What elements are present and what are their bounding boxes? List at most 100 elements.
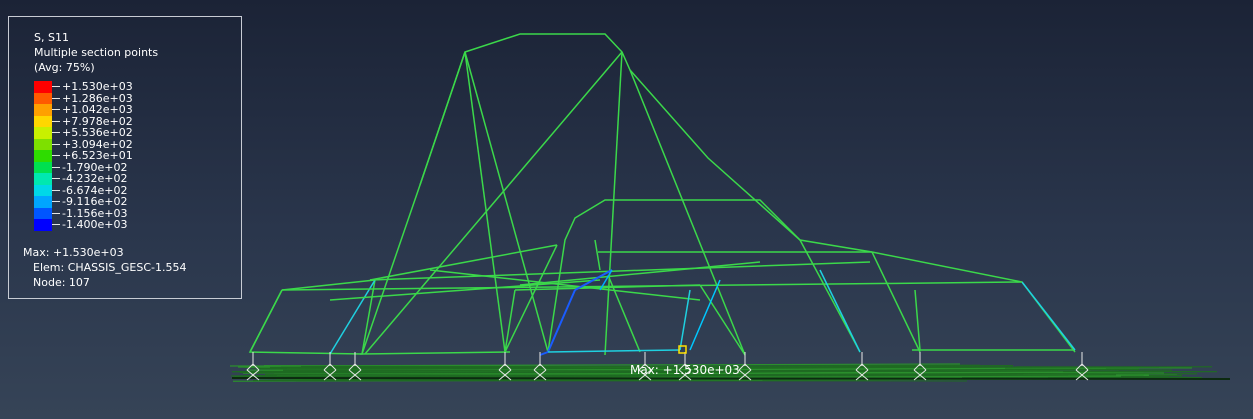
legend-tick bbox=[52, 120, 60, 122]
front-box-member bbox=[249, 289, 283, 353]
support-marker-arm bbox=[246, 369, 260, 381]
legend-tick bbox=[52, 109, 60, 110]
legend-level-label: +1.286e+03 bbox=[62, 91, 133, 105]
max-value-marker bbox=[678, 345, 687, 354]
support-marker-arm bbox=[744, 363, 752, 371]
legend-level-label: +1.042e+03 bbox=[62, 103, 133, 116]
front-hoop-member bbox=[504, 244, 558, 353]
support-marker-arm bbox=[919, 363, 927, 371]
floor-mesh-member bbox=[301, 374, 1069, 377]
support-marker-arm bbox=[252, 363, 260, 371]
legend-swatch bbox=[34, 184, 52, 196]
rear-frame-member bbox=[871, 251, 921, 353]
legend-max-node: Node: 107 bbox=[33, 276, 90, 289]
support-marker-arm bbox=[539, 363, 547, 371]
max-value-annotation: Max: +1.530e+03 bbox=[630, 363, 740, 377]
floor-mesh-member bbox=[231, 377, 1231, 380]
legend-level-label: +7.978e+02 bbox=[62, 114, 133, 128]
floor-mesh-member bbox=[257, 366, 1213, 370]
support-marker-arm bbox=[498, 363, 506, 371]
legend-tick bbox=[52, 143, 60, 145]
support-marker-arm bbox=[638, 363, 646, 371]
support-marker-arm bbox=[638, 369, 652, 381]
support-marker-arm bbox=[855, 363, 863, 371]
support-marker-arm bbox=[533, 369, 547, 381]
legend-level-label: -9.116e+02 bbox=[62, 195, 128, 208]
legend-swatch bbox=[34, 207, 52, 219]
legend-swatch bbox=[34, 219, 52, 231]
rear-frame bbox=[871, 251, 1076, 353]
legend-tick bbox=[52, 201, 60, 202]
front-hoop-member bbox=[594, 239, 601, 271]
legend-swatch bbox=[34, 161, 52, 173]
support-marker-arm bbox=[348, 363, 356, 371]
support-marker-arm bbox=[1075, 369, 1089, 381]
legend-averaging-label: (Avg: 75%) bbox=[34, 61, 95, 74]
legend-level-label: +1.530e+03 bbox=[62, 80, 133, 93]
contour-legend: S, S11 Multiple section points (Avg: 75%… bbox=[8, 16, 242, 299]
legend-section-note: Multiple section points bbox=[34, 46, 159, 59]
support-marker-arm bbox=[498, 369, 512, 381]
legend-level-label: +6.523e+01 bbox=[62, 149, 133, 162]
mid-panel bbox=[699, 284, 746, 356]
legend-tick bbox=[52, 212, 60, 214]
hoop-diagonal bbox=[364, 51, 623, 355]
hoop-diagonal bbox=[464, 51, 549, 353]
legend-tick bbox=[52, 189, 60, 191]
side-rail bbox=[519, 261, 761, 286]
legend-level-label: -1.156e+03 bbox=[62, 206, 128, 220]
compression-member bbox=[574, 269, 613, 291]
compression-member bbox=[539, 351, 549, 356]
support-marker-arm bbox=[1075, 363, 1083, 371]
hoop-leg bbox=[464, 51, 506, 353]
main-hoop bbox=[361, 33, 873, 355]
legend-swatch bbox=[34, 81, 52, 93]
frame-member bbox=[819, 269, 861, 353]
support-marker-arm bbox=[323, 363, 331, 371]
legend-tick bbox=[52, 155, 60, 156]
front-box-member bbox=[359, 351, 511, 355]
legend-swatch bbox=[34, 115, 52, 127]
support-marker-arm bbox=[855, 369, 869, 381]
legend-tick bbox=[52, 86, 60, 87]
front-hoop-member bbox=[369, 244, 558, 281]
support-marker-arm bbox=[913, 363, 921, 371]
side-rail bbox=[429, 269, 701, 301]
legend-max-value: Max: +1.530e+03 bbox=[23, 246, 124, 259]
legend-level-label: +5.536e+02 bbox=[62, 126, 133, 139]
legend-swatch bbox=[34, 150, 52, 162]
frame-member bbox=[914, 289, 921, 351]
side-rail bbox=[329, 279, 601, 301]
support-marker-arm bbox=[1081, 363, 1089, 371]
legend-tick bbox=[52, 224, 60, 225]
legend-variable-label: S, S11 bbox=[34, 31, 69, 44]
legend-swatch bbox=[34, 127, 52, 139]
compression-member bbox=[547, 289, 576, 353]
support-marker-arm bbox=[678, 369, 692, 381]
legend-level-label: +3.094e+02 bbox=[62, 137, 133, 151]
support-marker-arm bbox=[348, 369, 362, 381]
legend-tick bbox=[52, 178, 60, 179]
support-marker-arm bbox=[533, 363, 541, 371]
legend-tick bbox=[52, 132, 60, 133]
front-hoop bbox=[547, 199, 801, 353]
support-marker-arm bbox=[644, 363, 652, 371]
mid-panel bbox=[504, 289, 516, 353]
legend-swatch bbox=[34, 92, 52, 104]
legend-level-label: -6.674e+02 bbox=[62, 183, 128, 197]
compression-member bbox=[689, 279, 721, 351]
support-marker-arm bbox=[329, 363, 337, 371]
legend-swatch bbox=[34, 196, 52, 208]
side-rail bbox=[369, 261, 871, 281]
compression-member bbox=[599, 269, 613, 291]
legend-level-label: -4.232e+02 bbox=[62, 172, 128, 185]
support-marker-arm bbox=[504, 363, 512, 371]
hoop-diagonal bbox=[629, 69, 746, 356]
support-marker-arm bbox=[678, 363, 686, 371]
floor-mesh-member bbox=[239, 370, 1011, 374]
mid-panel bbox=[607, 274, 641, 353]
hoop-pillar bbox=[604, 51, 623, 356]
legend-level-label: -1.790e+02 bbox=[62, 160, 128, 174]
